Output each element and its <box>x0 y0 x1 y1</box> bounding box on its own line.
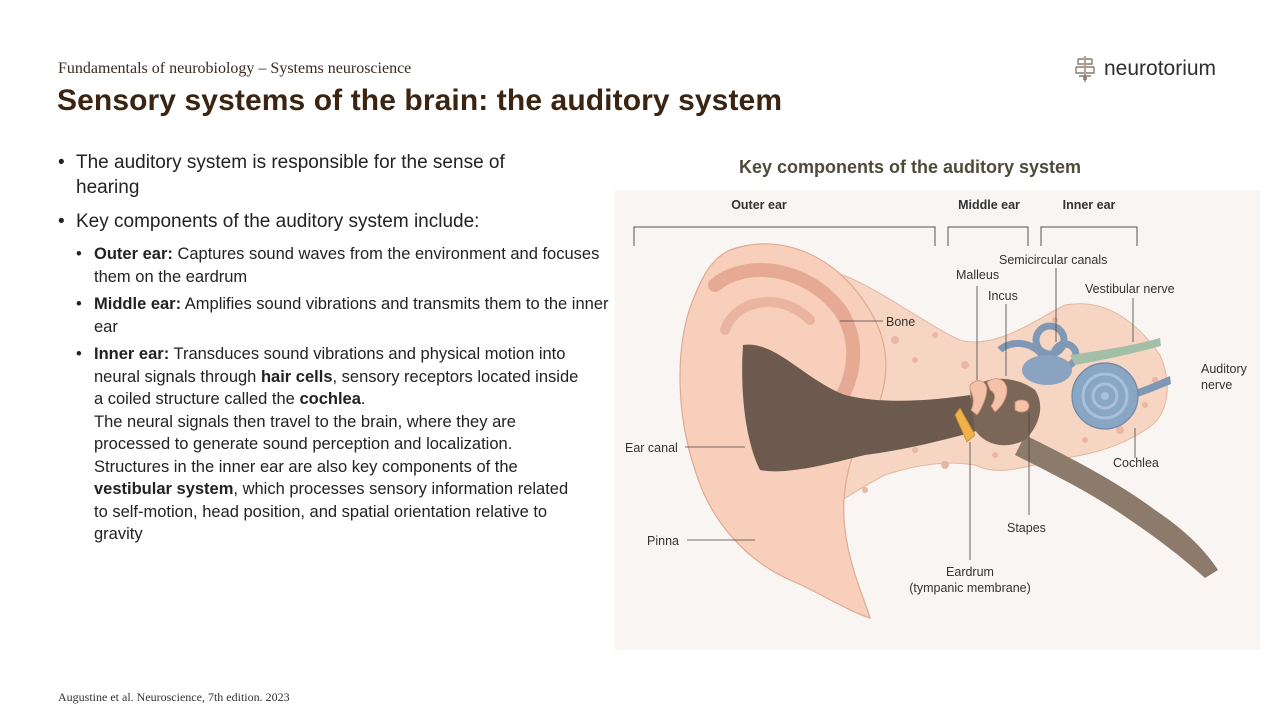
desc-middle-ear: Amplifies sound vibrations and transmits… <box>94 295 609 336</box>
desc-inner-ear-5: , which processes sensory information re… <box>94 480 569 543</box>
malleus-bone <box>969 380 988 416</box>
desc-outer-ear: Captures sound waves from the environmen… <box>94 245 600 286</box>
bullet-components: Key components of the auditory system in… <box>58 209 618 234</box>
label-bone: Bone <box>886 315 915 329</box>
bullet-list: The auditory system is responsible for t… <box>58 150 618 551</box>
leader-lines <box>685 268 1136 560</box>
term-inner-ear: Inner ear: <box>94 345 170 363</box>
section-outer-ear: Outer ear <box>731 198 787 212</box>
bullet-text: Key components of the auditory system in… <box>76 211 480 232</box>
citation: Augustine et al. Neuroscience, 7th editi… <box>58 690 290 704</box>
label-stapes: Stapes <box>1007 521 1046 535</box>
section-inner-ear: Inner ear <box>1063 198 1116 212</box>
vestibular-nerve-shape <box>1070 338 1161 365</box>
label-semicircular-canals: Semicircular canals <box>999 253 1107 267</box>
section-brackets <box>633 226 1138 246</box>
term-vestibular-system: vestibular system <box>94 480 234 498</box>
cochlea-shape <box>1071 362 1139 430</box>
label-ear-canal: Ear canal <box>625 441 678 455</box>
brain-logo-icon <box>1075 56 1095 82</box>
helix-fold <box>708 263 861 407</box>
ear-canal <box>742 344 980 472</box>
label-cochlea: Cochlea <box>1113 456 1159 470</box>
section-middle-ear: Middle ear <box>958 198 1020 212</box>
label-eardrum-2: (tympanic membrane) <box>909 581 1031 595</box>
antihelix-fold <box>720 297 815 335</box>
bullet-outer-ear: Outer ear: Captures sound waves from the… <box>76 243 618 288</box>
neurotorium-logo: neurotorium <box>1072 54 1216 84</box>
desc-inner-ear-1: Transduces sound vibrations and physical… <box>94 345 566 386</box>
label-eardrum-1: Eardrum <box>946 565 994 579</box>
label-incus: Incus <box>988 289 1018 303</box>
bullet-middle-ear: Middle ear: Amplifies sound vibrations a… <box>76 293 618 338</box>
eardrum <box>954 407 976 443</box>
middle-ear-cavity <box>970 378 1041 446</box>
bullet-inner-ear: Inner ear: Transduces sound vibrations a… <box>76 343 584 546</box>
term-hair-cells: hair cells <box>260 367 333 386</box>
label-vestibular-nerve: Vestibular nerve <box>1085 282 1175 296</box>
desc-inner-ear-2: , sensory receptors located inside a coi… <box>94 367 579 409</box>
bullet-hearing: The auditory system is responsible for t… <box>58 150 618 200</box>
term-middle-ear: Middle ear: <box>94 295 182 313</box>
label-pinna: Pinna <box>647 534 679 548</box>
figure-title: Key components of the auditory system <box>738 157 1082 177</box>
vestibule <box>1022 355 1072 385</box>
page-title: Sensory systems of the brain: the audito… <box>57 84 783 117</box>
ear-anatomy-figure: Outer ear Middle ear Inner ear <box>615 190 1260 650</box>
course-subtitle: Fundamentals of neurobiology – Systems n… <box>58 60 412 77</box>
label-auditory-nerve-1: Auditory <box>1201 362 1248 376</box>
stapes-bone <box>1014 399 1030 413</box>
label-malleus: Malleus <box>956 268 999 282</box>
incus-bone <box>986 378 1008 413</box>
term-cochlea: cochlea <box>299 390 361 408</box>
auditory-nerve-shape <box>1135 376 1171 397</box>
bullet-text: The auditory system is responsible for t… <box>76 152 505 198</box>
ear-diagram: Outer ear Middle ear Inner ear <box>625 198 1248 619</box>
term-outer-ear: Outer ear: <box>94 245 173 263</box>
eustachian-tube <box>1015 435 1218 578</box>
ossicles <box>969 378 1030 416</box>
desc-inner-ear-4: The neural signals then travel to the br… <box>94 412 518 476</box>
logo-text: neurotorium <box>1104 57 1217 80</box>
label-auditory-nerve-2: nerve <box>1201 378 1232 392</box>
desc-inner-ear-3: . <box>360 390 366 408</box>
